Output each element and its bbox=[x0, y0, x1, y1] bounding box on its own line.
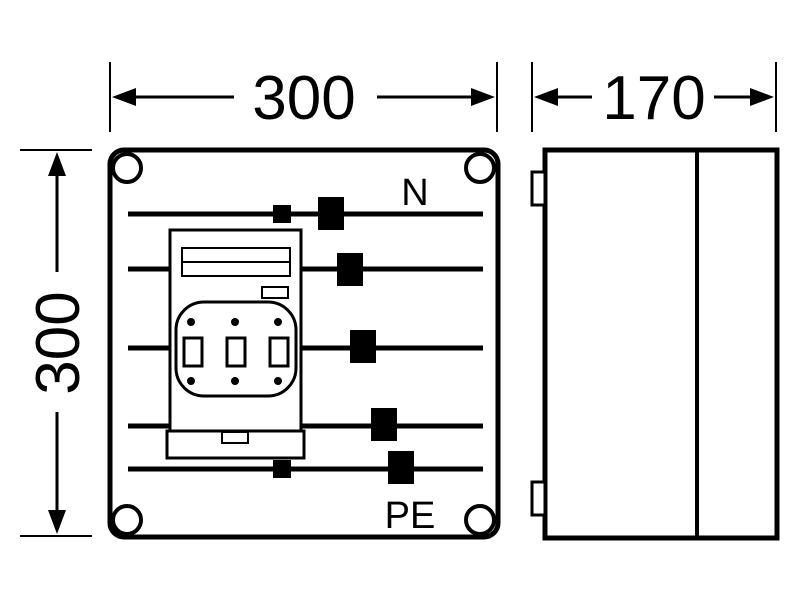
mounting-hole-top-right bbox=[464, 152, 496, 184]
mounting-hole-bottom-right bbox=[464, 504, 496, 536]
terminal-l3 bbox=[371, 408, 397, 441]
label-protective-earth: PE bbox=[385, 495, 436, 537]
dim-front-width: 300 bbox=[109, 62, 498, 133]
terminal-pe-small bbox=[273, 460, 291, 478]
side-enclosure-outline bbox=[542, 147, 780, 541]
dim-height: 300 bbox=[20, 149, 93, 537]
arrowhead-left bbox=[112, 88, 136, 106]
side-view bbox=[530, 147, 780, 541]
hinge-top bbox=[530, 170, 547, 207]
fuse-contact-dot bbox=[274, 318, 282, 326]
dim-side-depth: 170 bbox=[531, 62, 777, 133]
terminal-l2 bbox=[350, 330, 376, 363]
arrowhead-top bbox=[48, 152, 66, 176]
fuse-contact-dot bbox=[231, 318, 239, 326]
arrowhead-right bbox=[471, 88, 495, 106]
fuse-contact-dot bbox=[187, 318, 195, 326]
fuse-contact-dot bbox=[231, 377, 239, 385]
terminal-n-large bbox=[318, 197, 344, 230]
switch-indicator-window bbox=[261, 286, 289, 299]
arrowhead-bottom bbox=[48, 510, 66, 534]
arrowhead-left bbox=[534, 88, 558, 106]
front-enclosure-outline bbox=[107, 147, 501, 540]
dim-width-value: 300 bbox=[252, 64, 355, 133]
label-neutral: N bbox=[401, 172, 428, 214]
fuse-holder-l2 bbox=[225, 336, 247, 368]
terminal-l1 bbox=[337, 253, 363, 286]
fuse-holder-l3 bbox=[268, 336, 290, 368]
dim-depth-value: 170 bbox=[602, 64, 705, 133]
dim-height-value: 300 bbox=[24, 291, 93, 394]
switch-base-latch bbox=[221, 431, 249, 444]
hinge-bottom bbox=[530, 480, 547, 517]
fuse-switch-disconnector bbox=[165, 228, 306, 460]
terminal-pe-large bbox=[388, 451, 414, 484]
mounting-hole-bottom-left bbox=[111, 504, 143, 536]
terminal-n-small bbox=[273, 205, 291, 223]
fuse-holder-l1 bbox=[182, 336, 204, 368]
front-view: N PE bbox=[107, 147, 501, 540]
fuse-contact-dot bbox=[187, 377, 195, 385]
mounting-hole-top-left bbox=[111, 152, 143, 184]
arrowhead-right bbox=[750, 88, 774, 106]
fuse-contact-dot bbox=[274, 377, 282, 385]
